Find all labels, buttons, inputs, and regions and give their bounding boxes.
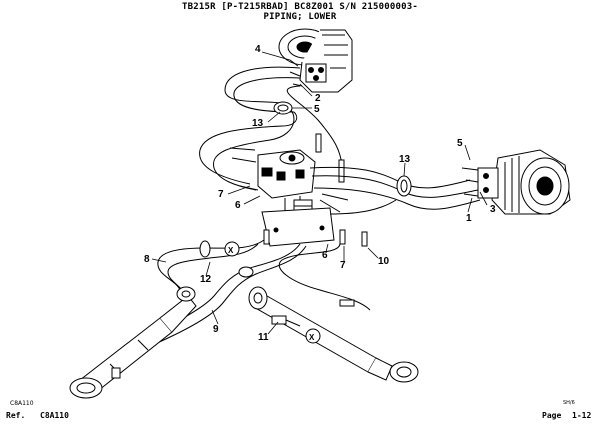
callout-11: 11 — [258, 332, 269, 343]
callout-10: 10 — [378, 256, 390, 267]
page-subtitle: PIPING; LOWER — [263, 12, 337, 22]
callout-5: 5 — [314, 104, 320, 115]
x-marker-right — [305, 328, 321, 344]
swing-motor-top — [278, 28, 353, 93]
callout-7: 7 — [218, 189, 224, 200]
page-title: TB215R [P-T215RBAD] BC8Z001 S/N 21500000… — [182, 2, 418, 12]
sheet-code: SH/6 — [563, 400, 575, 406]
page-number: 1-12 — [572, 411, 592, 420]
page-label: Page — [542, 411, 562, 420]
travel-motor-right — [461, 149, 571, 215]
callout-6b: 6 — [322, 250, 328, 261]
callout-2: 2 — [315, 93, 321, 104]
callout-1: 1 — [466, 213, 472, 224]
callout-12: 12 — [200, 274, 212, 285]
callout-13b: 13 — [399, 154, 411, 165]
figure-code: C8A110 — [10, 400, 34, 407]
callout-6: 6 — [235, 200, 241, 211]
callout-7b: 7 — [340, 260, 346, 271]
ref-value: C8A110 — [40, 411, 69, 420]
callout-9: 9 — [213, 324, 219, 335]
center-swivel-joint — [257, 149, 349, 247]
boom-cylinder-right — [248, 286, 419, 383]
ref-label: Ref. — [6, 411, 26, 420]
x-marker-left — [224, 241, 240, 257]
callout-13: 13 — [252, 118, 264, 129]
callout-4: 4 — [255, 44, 261, 55]
callout-8: 8 — [144, 254, 150, 265]
x-marker-left-label: X — [228, 246, 234, 255]
callout-3: 3 — [490, 204, 496, 215]
callout-5b: 5 — [457, 138, 463, 149]
boom-cylinder-left — [69, 286, 197, 399]
x-marker-right-label: X — [309, 333, 315, 342]
